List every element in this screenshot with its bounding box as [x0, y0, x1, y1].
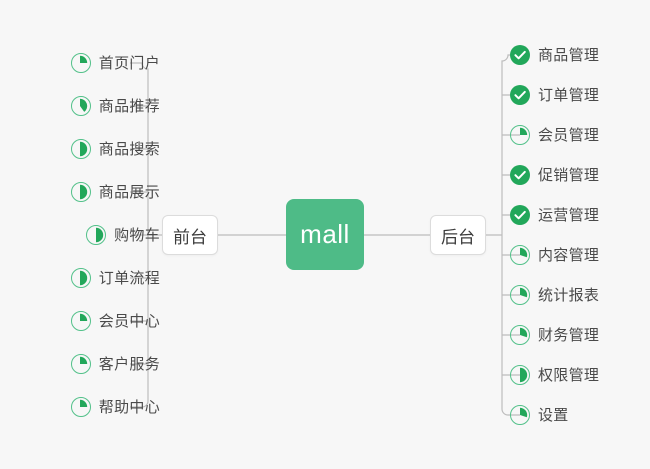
progress-pie-icon	[70, 182, 91, 202]
leaf-item-frontend-3[interactable]: 商品展示	[70, 177, 160, 207]
progress-pie-icon	[510, 405, 530, 425]
progress-pie-icon	[70, 53, 91, 73]
check-circle-icon	[510, 205, 530, 225]
node-frontend-label: 前台	[173, 227, 207, 247]
node-center-mall[interactable]: mall	[286, 199, 364, 270]
leaf-item-backend-0[interactable]: 商品管理	[510, 40, 599, 70]
leaf-item-backend-2[interactable]: 会员管理	[510, 120, 599, 150]
leaf-item-backend-8[interactable]: 权限管理	[510, 360, 599, 390]
leaf-item-label: 商品推荐	[98, 97, 160, 115]
leaf-item-frontend-8[interactable]: 帮助中心	[70, 392, 160, 422]
leaf-item-label: 财务管理	[538, 326, 600, 344]
leaf-item-label: 订单管理	[538, 86, 600, 104]
leaf-item-label: 统计报表	[538, 286, 600, 304]
leaf-item-backend-6[interactable]: 统计报表	[510, 280, 599, 310]
leaf-item-label: 促销管理	[538, 166, 600, 184]
leaf-item-label: 设置	[538, 406, 569, 424]
node-backend[interactable]: 后台	[430, 215, 486, 255]
leaf-item-backend-1[interactable]: 订单管理	[510, 80, 599, 110]
branch-frontend: 首页门户商品推荐商品搜索商品展示购物车订单流程会员中心客户服务帮助中心	[10, 0, 160, 469]
leaf-item-label: 权限管理	[538, 366, 600, 384]
node-center-label: mall	[300, 219, 350, 249]
leaf-item-label: 购物车	[114, 226, 160, 244]
progress-pie-icon	[86, 225, 107, 245]
leaf-item-backend-9[interactable]: 设置	[510, 400, 569, 430]
progress-pie-icon	[70, 354, 91, 374]
progress-pie-icon	[70, 397, 91, 417]
check-circle-icon	[510, 85, 530, 105]
progress-pie-icon	[510, 325, 530, 345]
leaf-item-frontend-5[interactable]: 订单流程	[70, 263, 160, 293]
check-circle-icon	[510, 45, 530, 65]
leaf-item-label: 客户服务	[98, 355, 160, 373]
check-circle-icon	[510, 165, 530, 185]
leaf-item-backend-7[interactable]: 财务管理	[510, 320, 599, 350]
leaf-item-backend-3[interactable]: 促销管理	[510, 160, 599, 190]
leaf-item-label: 内容管理	[538, 246, 600, 264]
leaf-item-frontend-4[interactable]: 购物车	[86, 220, 160, 250]
progress-pie-icon	[70, 139, 91, 159]
progress-pie-icon	[70, 96, 91, 116]
leaf-item-label: 订单流程	[98, 269, 160, 287]
leaf-item-label: 商品搜索	[98, 140, 160, 158]
leaf-item-backend-4[interactable]: 运营管理	[510, 200, 599, 230]
progress-pie-icon	[510, 125, 530, 145]
leaf-item-frontend-2[interactable]: 商品搜索	[70, 134, 160, 164]
leaf-item-backend-5[interactable]: 内容管理	[510, 240, 599, 270]
progress-pie-icon	[510, 285, 530, 305]
leaf-item-frontend-0[interactable]: 首页门户	[70, 48, 160, 78]
progress-pie-icon	[510, 245, 530, 265]
leaf-item-label: 会员管理	[538, 126, 600, 144]
leaf-item-label: 运营管理	[538, 206, 600, 224]
leaf-item-label: 商品管理	[538, 46, 600, 64]
leaf-item-frontend-6[interactable]: 会员中心	[70, 306, 160, 336]
leaf-item-label: 首页门户	[98, 54, 160, 72]
leaf-item-frontend-7[interactable]: 客户服务	[70, 349, 160, 379]
progress-pie-icon	[70, 311, 91, 331]
leaf-item-label: 商品展示	[98, 183, 160, 201]
leaf-item-frontend-1[interactable]: 商品推荐	[70, 91, 160, 121]
leaf-item-label: 帮助中心	[98, 398, 160, 416]
node-backend-label: 后台	[441, 227, 475, 247]
leaf-item-label: 会员中心	[98, 312, 160, 330]
progress-pie-icon	[510, 365, 530, 385]
progress-pie-icon	[70, 268, 91, 288]
node-frontend[interactable]: 前台	[162, 215, 218, 255]
branch-backend: 商品管理订单管理会员管理促销管理运营管理内容管理统计报表财务管理权限管理设置	[510, 0, 650, 469]
